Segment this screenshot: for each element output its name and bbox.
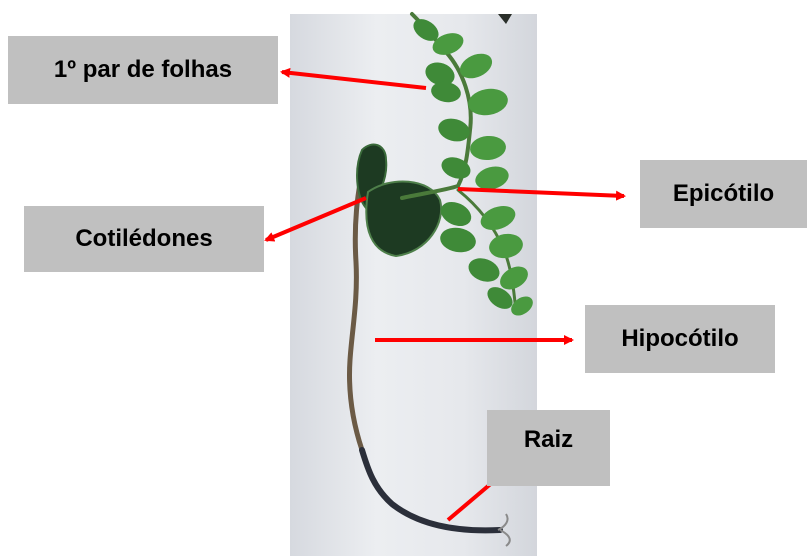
label-epicotilo: Epicótilo	[640, 160, 807, 228]
label-text: Raiz	[524, 426, 573, 454]
label-raiz: Raiz	[487, 410, 610, 486]
label-text: 1º par de folhas	[54, 56, 232, 84]
label-hipocotilo: Hipocótilo	[585, 305, 775, 373]
label-text: Epicótilo	[673, 180, 774, 208]
label-cotiledones: Cotilédones	[24, 206, 264, 272]
label-text: Cotilédones	[75, 225, 212, 253]
label-primeiro-par-de-folhas: 1º par de folhas	[8, 36, 278, 104]
label-text: Hipocótilo	[621, 325, 738, 353]
